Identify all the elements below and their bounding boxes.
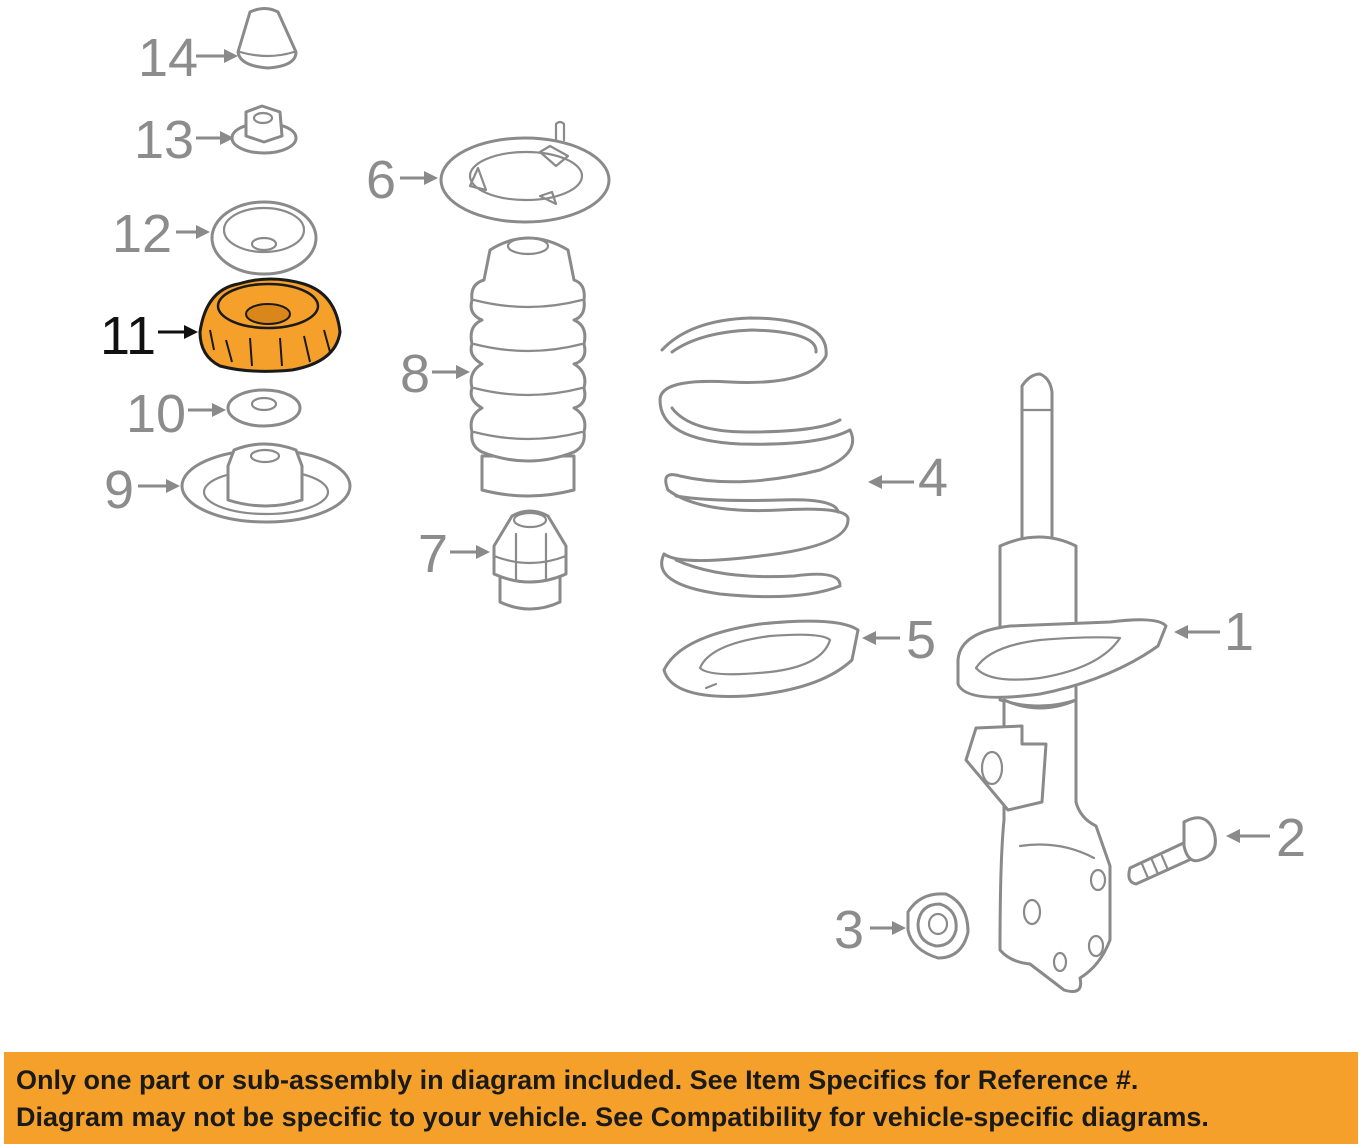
parts-diagram: 14 13 12 11 10 9 6 8 7 4 5 1 2 3 [100,7,1306,993]
part-11-strut-mount [198,277,342,373]
part-7-jounce-bumper [492,509,568,611]
disclaimer-line-1: Only one part or sub-assembly in diagram… [16,1065,1139,1095]
leaders [138,49,1270,935]
callout-12: 12 [112,204,172,264]
callout-14: 14 [138,28,198,88]
callout-3: 3 [834,900,864,960]
part-13-nut [230,104,298,155]
callout-7: 7 [418,524,448,584]
callout-2: 2 [1276,808,1306,868]
part-1-strut [956,372,1168,993]
callout-1: 1 [1224,602,1254,662]
part-5-lower-seat [662,619,860,698]
part-4-coil-spring [658,316,855,599]
disclaimer-banner: Only one part or sub-assembly in diagram… [4,1052,1358,1144]
part-8-dust-boot [469,236,587,498]
callout-11: 11 [100,306,156,366]
part-14-bump-cap [236,7,298,70]
callout-8: 8 [400,344,430,404]
callout-10: 10 [126,384,186,444]
part-10-washer [226,388,302,428]
part-12-mount-plate [210,200,318,276]
callout-13: 13 [134,110,194,170]
part-3-flange-nut [906,892,970,960]
callout-9: 9 [104,460,134,520]
part-9-spring-seat [180,442,352,524]
part-6-upper-seat [439,120,611,224]
callout-5: 5 [906,610,936,670]
callout-6: 6 [366,150,396,210]
part-2-bolt [1127,816,1217,886]
callout-4: 4 [918,448,948,508]
disclaimer-line-2: Diagram may not be specific to your vehi… [16,1102,1209,1132]
